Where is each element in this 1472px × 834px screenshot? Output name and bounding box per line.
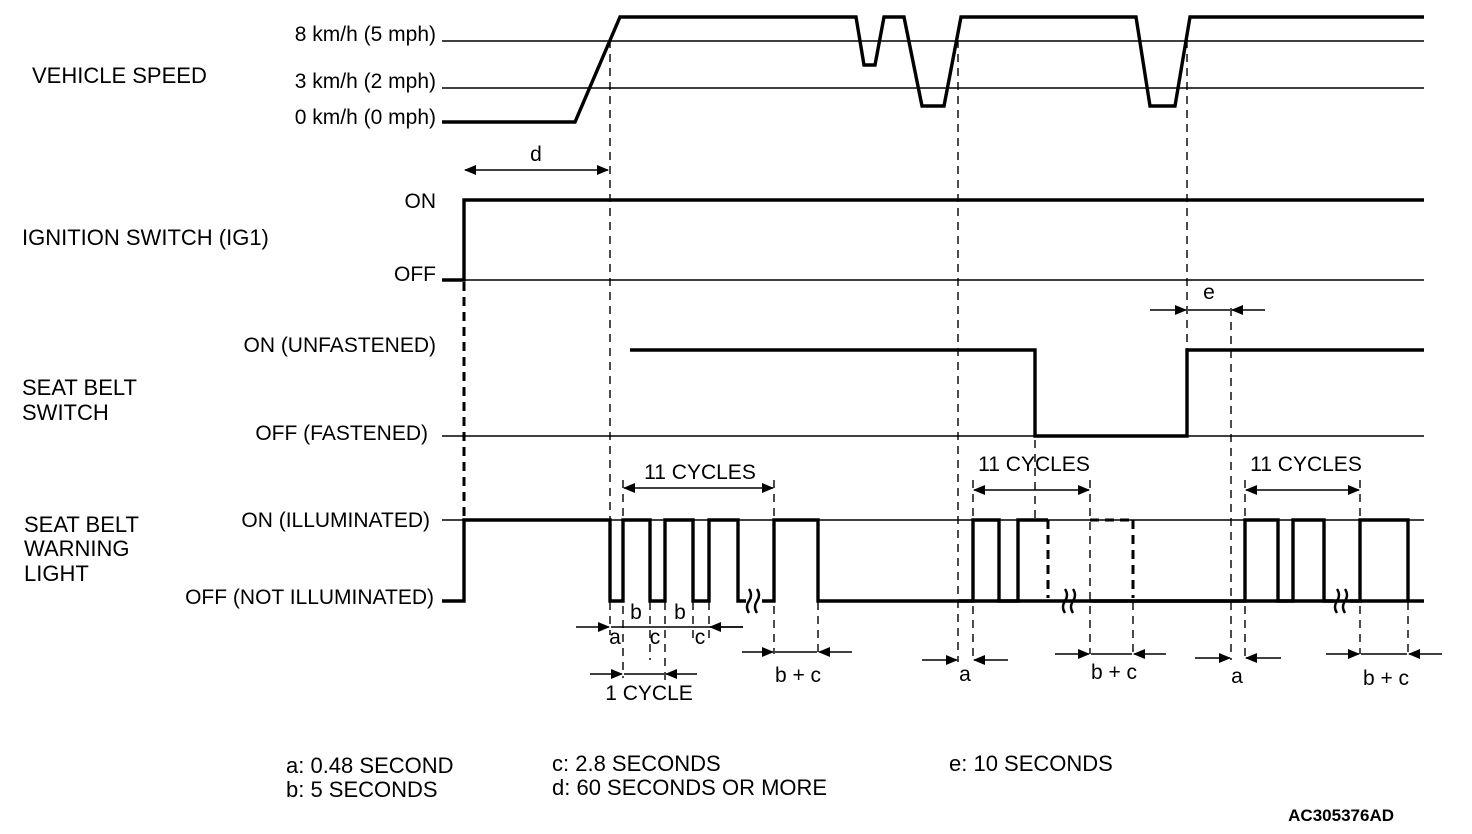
label-d: d xyxy=(530,143,542,166)
label-a-2: a xyxy=(959,663,971,686)
legend-b: b: 5 SECONDS xyxy=(286,777,438,802)
legend: a: 0.48 SECOND b: 5 SECONDS c: 2.8 SECON… xyxy=(286,751,1113,802)
label-1-cycle: 1 CYCLE xyxy=(605,682,693,705)
label-11-cycles-2: 11 CYCLES xyxy=(978,453,1090,476)
dashed-guides xyxy=(462,40,1409,680)
label-a-3: a xyxy=(1231,665,1243,688)
label-c-2: c xyxy=(695,626,706,649)
ignition-level-on: ON xyxy=(405,190,437,213)
ignition-switch-label: IGNITION SWITCH (IG1) xyxy=(22,225,269,250)
belt-level-off: OFF (FASTENED) xyxy=(255,422,428,445)
label-b-plus-c-3: b + c xyxy=(1363,667,1409,690)
warning-light-label-1: SEAT BELT xyxy=(24,512,139,537)
light-level-off: OFF (NOT ILLUMINATED) xyxy=(185,586,434,609)
speed-level-8: 8 km/h (5 mph) xyxy=(295,23,436,46)
label-e: e xyxy=(1203,281,1215,304)
legend-e: e: 10 SECONDS xyxy=(949,751,1113,776)
ignition-waveform xyxy=(442,198,1424,282)
label-b-plus-c-2: b + c xyxy=(1091,661,1137,684)
label-b-plus-c-1: b + c xyxy=(775,664,821,687)
label-a-1: a xyxy=(609,626,621,649)
seat-belt-switch-waveform xyxy=(630,348,1424,438)
vehicle-speed-label: VEHICLE SPEED xyxy=(32,63,207,88)
dimension-arrows xyxy=(464,165,1442,679)
light-level-on: ON (ILLUMINATED) xyxy=(241,509,430,532)
vehicle-speed-waveform xyxy=(442,15,1424,124)
label-11-cycles-3: 11 CYCLES xyxy=(1250,453,1362,476)
speed-level-0: 0 km/h (0 mph) xyxy=(295,106,436,129)
legend-c: c: 2.8 SECONDS xyxy=(552,751,721,776)
belt-level-on: ON (UNFASTENED) xyxy=(243,334,436,357)
label-11-cycles-1: 11 CYCLES xyxy=(644,461,756,484)
figure-code: AC305376AD xyxy=(1288,806,1394,825)
seat-belt-switch-label-2: SWITCH xyxy=(22,400,109,425)
label-b-2: b xyxy=(674,601,686,624)
label-b-1: b xyxy=(630,601,642,624)
legend-d: d: 60 SECONDS OR MORE xyxy=(552,775,827,800)
ignition-level-off: OFF xyxy=(394,263,436,286)
speed-level-3: 3 km/h (2 mph) xyxy=(295,70,436,93)
legend-a: a: 0.48 SECOND xyxy=(286,753,454,778)
label-c-1: c xyxy=(650,626,661,649)
warning-light-waveform xyxy=(442,518,1424,614)
reference-lines xyxy=(442,40,1424,521)
seat-belt-switch-label-1: SEAT BELT xyxy=(22,375,137,400)
warning-light-label-2: WARNING xyxy=(24,536,130,561)
warning-light-label-3: LIGHT xyxy=(24,561,89,586)
